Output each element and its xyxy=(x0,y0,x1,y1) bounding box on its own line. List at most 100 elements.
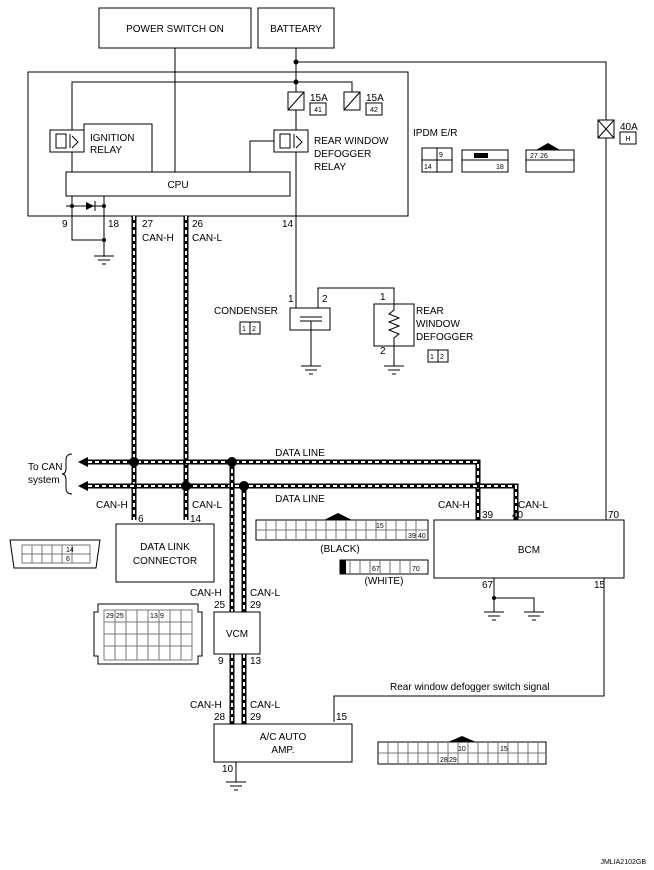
brace xyxy=(61,453,73,495)
dlc-label-1: DATA LINK xyxy=(140,542,190,553)
svg-text:70: 70 xyxy=(412,566,420,573)
svg-text:13: 13 xyxy=(150,613,158,620)
vcm-label: VCM xyxy=(226,629,248,640)
pin-bcm-70: 70 xyxy=(608,510,620,521)
svg-text:15: 15 xyxy=(500,746,508,753)
pin-amp-29: 29 xyxy=(250,712,262,723)
svg-text:1: 1 xyxy=(242,326,246,333)
ground-symbol xyxy=(301,365,321,375)
svg-text:1: 1 xyxy=(430,354,434,361)
pin-ipdm-18: 18 xyxy=(108,219,120,230)
fuse-42-feed xyxy=(296,81,353,92)
ipdm-er-label: IPDM E/R xyxy=(413,128,457,139)
pin-vcm-25: 25 xyxy=(214,600,226,611)
pin-bcm-39: 39 xyxy=(482,510,494,521)
defogger-switch-signal-wire xyxy=(333,578,605,722)
bcm-white-connector: 67 70 xyxy=(339,559,429,575)
ignition-relay-label-2: RELAY xyxy=(90,145,122,156)
fuse-41-amp: 15A xyxy=(310,93,328,104)
ac-amp-label-1: A/C AUTO xyxy=(260,732,307,743)
pin-cond-1: 1 xyxy=(288,294,294,305)
amp-connector: 10 15 28 29 xyxy=(377,736,547,765)
vcm-can-h-label: CAN-H xyxy=(190,588,222,599)
dlc-connector: 14 6 xyxy=(9,539,101,569)
rear-defogger-relay xyxy=(273,129,309,153)
vcm-box xyxy=(213,611,261,655)
svg-text:25: 25 xyxy=(116,613,124,620)
data-link-connector-box xyxy=(115,523,215,583)
pin-ipdm-9: 9 xyxy=(62,219,68,230)
svg-text:6: 6 xyxy=(66,556,70,563)
rear-relay-label-3: RELAY xyxy=(314,162,346,173)
can-junction xyxy=(227,457,237,467)
defogger-switch-signal-label: Rear window defogger switch signal xyxy=(390,682,550,693)
pin-bcm-67: 67 xyxy=(482,580,494,591)
rear-defogger-label-2: WINDOW xyxy=(416,319,460,330)
pin-bcm-15: 15 xyxy=(594,580,606,591)
svg-text:26: 26 xyxy=(540,153,548,160)
svg-text:2: 2 xyxy=(252,326,256,333)
ignition-relay xyxy=(49,129,85,153)
svg-text:40: 40 xyxy=(418,533,426,540)
cpu-block xyxy=(65,171,291,197)
dlc-can-l-label: CAN-L xyxy=(192,500,222,511)
battery-to-fuse-h xyxy=(296,61,607,120)
can-junction xyxy=(129,457,139,467)
svg-text:29: 29 xyxy=(106,613,114,620)
svg-text:18: 18 xyxy=(496,164,504,171)
fuse-41-number: 41 xyxy=(314,107,322,114)
data-line-label-1: DATA LINE xyxy=(275,448,325,459)
rear-relay-label-1: REAR WINDOW xyxy=(314,136,389,147)
diode xyxy=(86,202,94,210)
ignition-relay-feed xyxy=(71,81,296,124)
svg-text:9: 9 xyxy=(160,613,164,620)
pin-bcm-40: 40 xyxy=(512,510,524,521)
svg-text:39: 39 xyxy=(408,533,416,540)
to-can-label-2: system xyxy=(28,475,60,486)
cpu-label: CPU xyxy=(167,180,188,191)
ground-symbol xyxy=(484,611,504,621)
fuse-42-amp: 15A xyxy=(366,93,384,104)
ground-symbol xyxy=(226,781,246,791)
condenser xyxy=(289,307,331,331)
battery-box xyxy=(257,7,335,49)
pin-ipdm-14: 14 xyxy=(282,219,294,230)
defogger-connector: 1 2 xyxy=(427,349,449,363)
ground-symbol xyxy=(384,365,404,375)
fuse-42-number: 42 xyxy=(370,107,378,114)
arrow-left-icon xyxy=(78,457,88,467)
pin-def-1: 1 xyxy=(380,292,386,303)
svg-text:67: 67 xyxy=(372,566,380,573)
dlc-label-2: CONNECTOR xyxy=(133,556,197,567)
arrow-left-icon xyxy=(78,481,88,491)
bcm-white-label: (WHITE) xyxy=(365,576,404,587)
vcm-can-l-label: CAN-L xyxy=(250,588,280,599)
pin-def-2: 2 xyxy=(380,346,386,357)
ipdm-can-l-label: CAN-L xyxy=(192,233,222,244)
svg-text:10: 10 xyxy=(458,746,466,753)
pin-cond-2: 2 xyxy=(322,294,328,305)
bcm-black-label: (BLACK) xyxy=(320,544,359,555)
rear-relay-label-2: DEFOGGER xyxy=(314,149,371,160)
condenser-label: CONDENSER xyxy=(214,306,278,317)
rear-defogger-label-3: DEFOGGER xyxy=(416,332,473,343)
ignition-relay-label-1: IGNITION xyxy=(90,133,134,144)
bcm-can-h-label: CAN-H xyxy=(438,500,470,511)
pin-dlc-6: 6 xyxy=(138,514,144,525)
bcm-black-connector: 15 39 40 xyxy=(255,513,429,541)
ac-amp-label-2: AMP. xyxy=(271,745,294,756)
bcm-can-l-label: CAN-L xyxy=(518,500,548,511)
pin-vcm-9: 9 xyxy=(218,656,224,667)
rear-defogger-label-1: REAR xyxy=(416,306,444,317)
ipdm-connector-3: 27 26 xyxy=(525,143,575,173)
svg-text:14: 14 xyxy=(66,547,74,554)
pin-dlc-14: 14 xyxy=(190,514,202,525)
pin-vcm-29: 29 xyxy=(250,600,262,611)
power-switch-box xyxy=(98,7,252,49)
pin-amp-10: 10 xyxy=(222,764,234,775)
vcm-connector: 29 25 13 9 xyxy=(93,603,203,665)
can-junction xyxy=(239,481,249,491)
pin-vcm-13: 13 xyxy=(250,656,262,667)
dlc-can-h-label: CAN-H xyxy=(96,500,128,511)
